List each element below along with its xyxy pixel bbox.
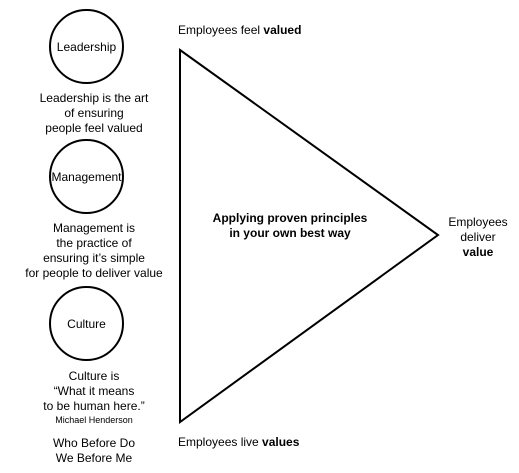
right-label: Employees deliver value <box>440 215 516 260</box>
footer-line-2: We Before Me <box>55 451 133 465</box>
management-circle-label: Management <box>51 169 122 184</box>
leadership-desc-line-3: people feel valued <box>45 121 143 135</box>
culture-circle: Culture <box>49 286 124 361</box>
management-desc-line-1: Management is <box>52 221 136 235</box>
culture-circle-label: Culture <box>67 316 106 331</box>
culture-desc-line-3: to be human here.” <box>43 399 145 413</box>
right-label-bold: value <box>462 245 494 259</box>
management-description: Management is the practice of ensuring i… <box>6 221 182 281</box>
center-text-line-2: in your own best way <box>229 226 351 240</box>
management-desc-line-4: for people to deliver value <box>25 266 163 280</box>
leadership-desc-line-1: Leadership is the art <box>39 91 149 105</box>
bottom-label: Employees live values <box>178 435 299 449</box>
triangle-center-text: Applying proven principles in your own b… <box>190 211 390 241</box>
footer-text: Who Before Do We Before Me <box>6 436 182 466</box>
footer-line-1: Who Before Do <box>52 436 136 450</box>
management-desc-line-3: ensuring it’s simple <box>43 251 145 265</box>
leadership-circle-label: Leadership <box>56 39 117 54</box>
bottom-label-bold: values <box>262 435 300 449</box>
top-label-plain: Employees feel <box>178 23 264 37</box>
culture-desc-line-2: “What it means <box>53 384 135 398</box>
top-label: Employees feel valued <box>178 23 301 37</box>
leadership-description: Leadership is the art of ensuring people… <box>6 91 182 136</box>
center-text-line-1: Applying proven principles <box>212 211 368 225</box>
culture-desc-line-1: Culture is <box>68 369 120 383</box>
bottom-label-plain: Employees live <box>178 435 263 449</box>
leadership-circle: Leadership <box>49 9 124 84</box>
right-label-line-2: deliver <box>460 230 496 244</box>
management-circle: Management <box>49 139 124 214</box>
leadership-desc-line-2: of ensuring <box>64 106 124 120</box>
culture-attribution: Michael Henderson <box>55 415 133 425</box>
culture-description: Culture is “What it means to be human he… <box>6 369 182 426</box>
top-label-bold: valued <box>263 23 302 37</box>
management-desc-line-2: the practice of <box>56 236 132 250</box>
right-label-line-1: Employees <box>448 215 508 229</box>
